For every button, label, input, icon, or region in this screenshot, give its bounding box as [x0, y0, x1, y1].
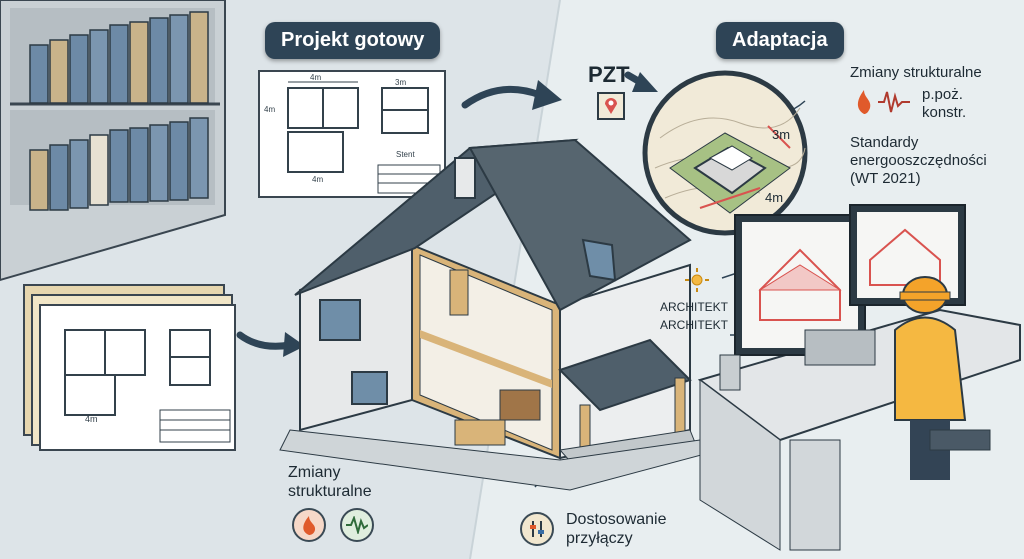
monitor-right — [849, 204, 966, 306]
bottom-connections-label: Dostosowanie przyłączy — [566, 511, 667, 547]
seismic-wave-icon — [340, 508, 374, 542]
map-dim-side: 3m — [772, 127, 791, 142]
architect-figure — [894, 276, 991, 480]
pzt-label: PZT — [588, 62, 630, 87]
fire-icon — [857, 90, 871, 114]
plan-dim-bottom: 4m — [312, 175, 324, 184]
plan-dim-side: 4m — [264, 105, 276, 114]
utility-meter-icon — [520, 512, 554, 546]
structural-changes-label: Zmiany strukturalne — [850, 64, 982, 81]
fire-icon — [292, 508, 326, 542]
architect-workstation — [697, 204, 1021, 551]
sun-icon — [685, 268, 709, 292]
blueprint-stack — [23, 284, 236, 451]
architect-label-2: ARCHITEKT — [660, 318, 729, 332]
plan-dim-top-b: 3m — [395, 78, 407, 87]
architect-label-1: ARCHITEKT — [660, 300, 729, 314]
bottom-structural-label: Zmiany strukturalne — [288, 464, 372, 500]
monitor-left — [734, 214, 866, 356]
fire-construction-label: p.poż. konstr. — [922, 86, 967, 121]
plan-stamp: Stent — [396, 150, 415, 159]
projekt-gotowy-title: Projekt gotowy — [265, 22, 441, 59]
map-pin-icon — [597, 92, 625, 120]
energy-standards-label: Standardy energooszczędności (WT 2021) — [850, 134, 987, 187]
seismic-wave-icon — [878, 91, 910, 113]
fire-seismic-icons — [857, 90, 910, 114]
adaptacja-title: Adaptacja — [716, 22, 844, 59]
bookshelf — [0, 0, 226, 282]
site-map-magnifier — [642, 70, 808, 236]
plan-dim-top-a: 4m — [310, 73, 322, 82]
floor-plan-sheet — [258, 70, 446, 198]
stack-dim-bottom: 4m — [85, 414, 98, 424]
map-dim-front: 4m — [765, 190, 784, 205]
